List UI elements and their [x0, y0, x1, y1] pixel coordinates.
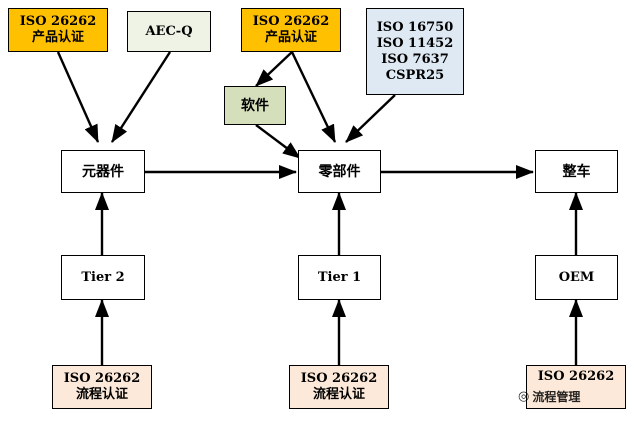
- box-line: ISO 26262: [537, 369, 615, 384]
- aecq-box: AEC-Q: [127, 11, 211, 52]
- vehicle-box: 整车: [535, 150, 618, 193]
- box-line: 流程认证: [312, 387, 365, 402]
- standard-line: ISO 16750: [376, 19, 454, 35]
- oem-box: OEM: [535, 255, 618, 300]
- box-label: 零部件: [318, 163, 361, 180]
- software-box: 软件: [224, 86, 286, 125]
- iso26262-process-cert-box-1: ISO 26262 流程认证: [52, 365, 152, 409]
- box-line: ISO 26262: [252, 14, 330, 29]
- iso26262-process-cert-box-3: ISO 26262: [526, 365, 626, 409]
- box-label: 元器件: [82, 163, 124, 180]
- iso26262-process-cert-box-2: ISO 26262 流程认证: [289, 365, 389, 409]
- box-label: 软件: [241, 97, 269, 114]
- box-label: AEC-Q: [145, 23, 193, 39]
- box-line: ISO 26262: [19, 14, 97, 29]
- box-label: 整车: [562, 163, 591, 180]
- arrow-standards-to-parts: [345, 94, 396, 143]
- watermark: ◎ 流程管理: [518, 387, 628, 405]
- standard-line: CSPR25: [385, 67, 445, 83]
- standards-box: ISO 16750 ISO 11452 ISO 7637 CSPR25: [366, 8, 464, 95]
- watermark-text: 流程管理: [532, 389, 581, 404]
- arrow-software-to-parts: [255, 124, 301, 159]
- components-box: 元器件: [61, 150, 145, 193]
- box-line: ISO 26262: [63, 371, 141, 386]
- box-label: Tier 1: [317, 269, 362, 285]
- iso26262-product-cert-box-2: ISO 26262 产品认证: [241, 8, 341, 52]
- standard-line: ISO 7637: [381, 51, 449, 67]
- tier2-box: Tier 2: [61, 255, 145, 300]
- iso26262-product-cert-box-1: ISO 26262 产品认证: [8, 8, 108, 52]
- box-line: 产品认证: [31, 30, 84, 45]
- wechat-icon: ◎: [518, 388, 530, 404]
- standard-line: ISO 11452: [376, 35, 454, 51]
- arrow-iso-product-to-software: [255, 51, 293, 87]
- arrow-aecq-to-components: [110, 51, 172, 143]
- box-label: Tier 2: [81, 269, 125, 285]
- parts-box: 零部件: [298, 150, 381, 193]
- tier1-box: Tier 1: [298, 255, 381, 300]
- arrow-iso-product-to-components: [56, 51, 100, 143]
- box-label: OEM: [558, 269, 595, 285]
- arrow-iso-product-to-parts: [290, 51, 337, 143]
- box-line: 产品认证: [264, 30, 317, 45]
- box-line: ISO 26262: [300, 371, 378, 386]
- box-line: 流程认证: [75, 387, 128, 402]
